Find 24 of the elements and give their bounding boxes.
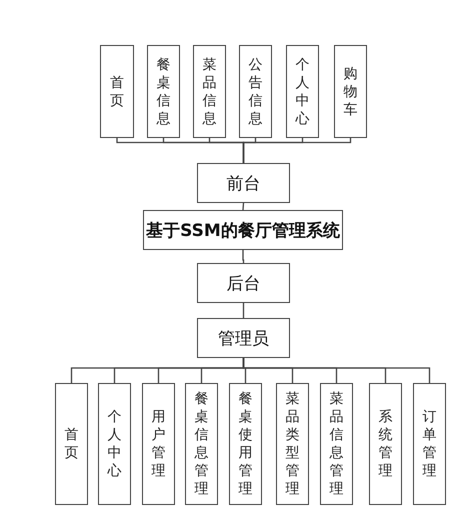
module-box: 菜品类型管理 bbox=[276, 383, 309, 505]
module-box: 管理员 bbox=[197, 318, 290, 358]
module-box: 餐桌信息管理 bbox=[185, 383, 218, 505]
module-box: 用户管理 bbox=[142, 383, 175, 505]
module-box: 系统管理 bbox=[369, 383, 402, 505]
module-box: 订单管理 bbox=[413, 383, 446, 505]
module-box: 后台 bbox=[197, 263, 290, 303]
connector-line bbox=[242, 358, 430, 383]
module-box: 公告信息 bbox=[239, 45, 272, 138]
module-box: 个人中心 bbox=[98, 383, 131, 505]
module-box: 个人中心 bbox=[286, 45, 319, 138]
connector-line bbox=[242, 250, 244, 263]
module-box: 菜品信息管理 bbox=[320, 383, 353, 505]
module-box: 首页 bbox=[100, 45, 134, 138]
module-box: 首页 bbox=[55, 383, 88, 505]
module-box: 购物车 bbox=[334, 45, 367, 138]
module-box: 前台 bbox=[197, 163, 290, 203]
module-box: 菜品信息 bbox=[193, 45, 226, 138]
module-box: 餐桌使用管理 bbox=[229, 383, 262, 505]
connector-line bbox=[242, 138, 352, 163]
module-box: 基于SSM的餐厅管理系统 bbox=[143, 210, 343, 250]
connector-line bbox=[242, 303, 244, 318]
module-box: 餐桌信息 bbox=[147, 45, 180, 138]
connector-line bbox=[242, 202, 244, 210]
